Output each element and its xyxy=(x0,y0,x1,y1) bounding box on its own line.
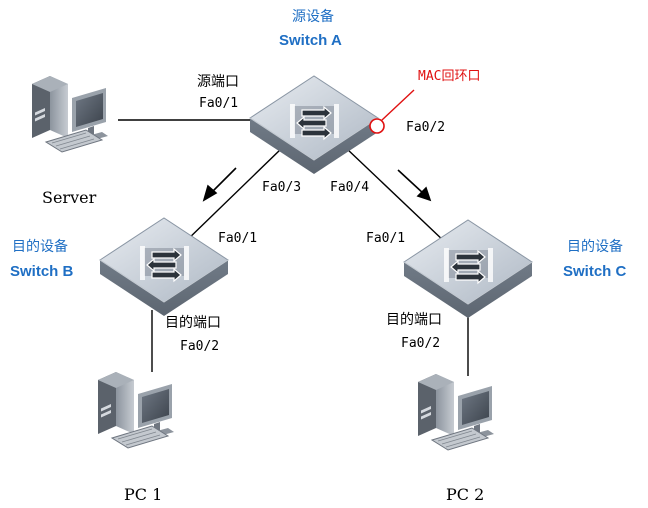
pc1-label: PC 1 xyxy=(124,485,163,504)
source-port-label: 源端口 xyxy=(197,74,239,90)
loopback-port-circle-icon xyxy=(369,118,385,134)
server-label: Server xyxy=(42,188,97,207)
arrow-icon xyxy=(397,169,432,202)
switch-a-name: Switch A xyxy=(279,32,342,49)
loopback-callout-line xyxy=(381,89,415,121)
switch-icon xyxy=(403,219,533,319)
switch-b-name: Switch B xyxy=(10,263,74,280)
switch-a-port-fa01: Fa0/1 xyxy=(199,96,239,111)
switch-a-port-fa04: Fa0/4 xyxy=(330,180,370,195)
link-switch-a-switch-b xyxy=(183,147,283,244)
switch-icon xyxy=(99,217,229,317)
server-computer-icon xyxy=(31,75,109,153)
mac-loopback-label: MAC回环口 xyxy=(418,69,481,84)
link-switch-a-switch-c xyxy=(345,147,447,244)
desktop-computer-icon xyxy=(417,373,495,451)
switch-c-name: Switch C xyxy=(563,263,627,280)
desktop-computer-icon xyxy=(97,371,175,449)
switch-c-port-fa01: Fa0/1 xyxy=(366,231,406,246)
pc2-label: PC 2 xyxy=(446,485,485,504)
switch-b-role: 目的设备 xyxy=(12,239,68,255)
switch-c-port-fa02: Fa0/2 xyxy=(401,336,441,351)
switch-a-port-fa02: Fa0/2 xyxy=(406,120,446,135)
switch-a-role: 源设备 xyxy=(292,9,334,25)
switch-b-port-fa02: Fa0/2 xyxy=(180,339,220,354)
switch-b-port-fa01: Fa0/1 xyxy=(218,231,258,246)
switch-b-dst-port-label: 目的端口 xyxy=(165,315,221,331)
arrow-icon xyxy=(202,167,237,202)
switch-c-role: 目的设备 xyxy=(567,239,623,255)
switch-a-port-fa03: Fa0/3 xyxy=(262,180,302,195)
switch-c-dst-port-label: 目的端口 xyxy=(386,312,442,328)
